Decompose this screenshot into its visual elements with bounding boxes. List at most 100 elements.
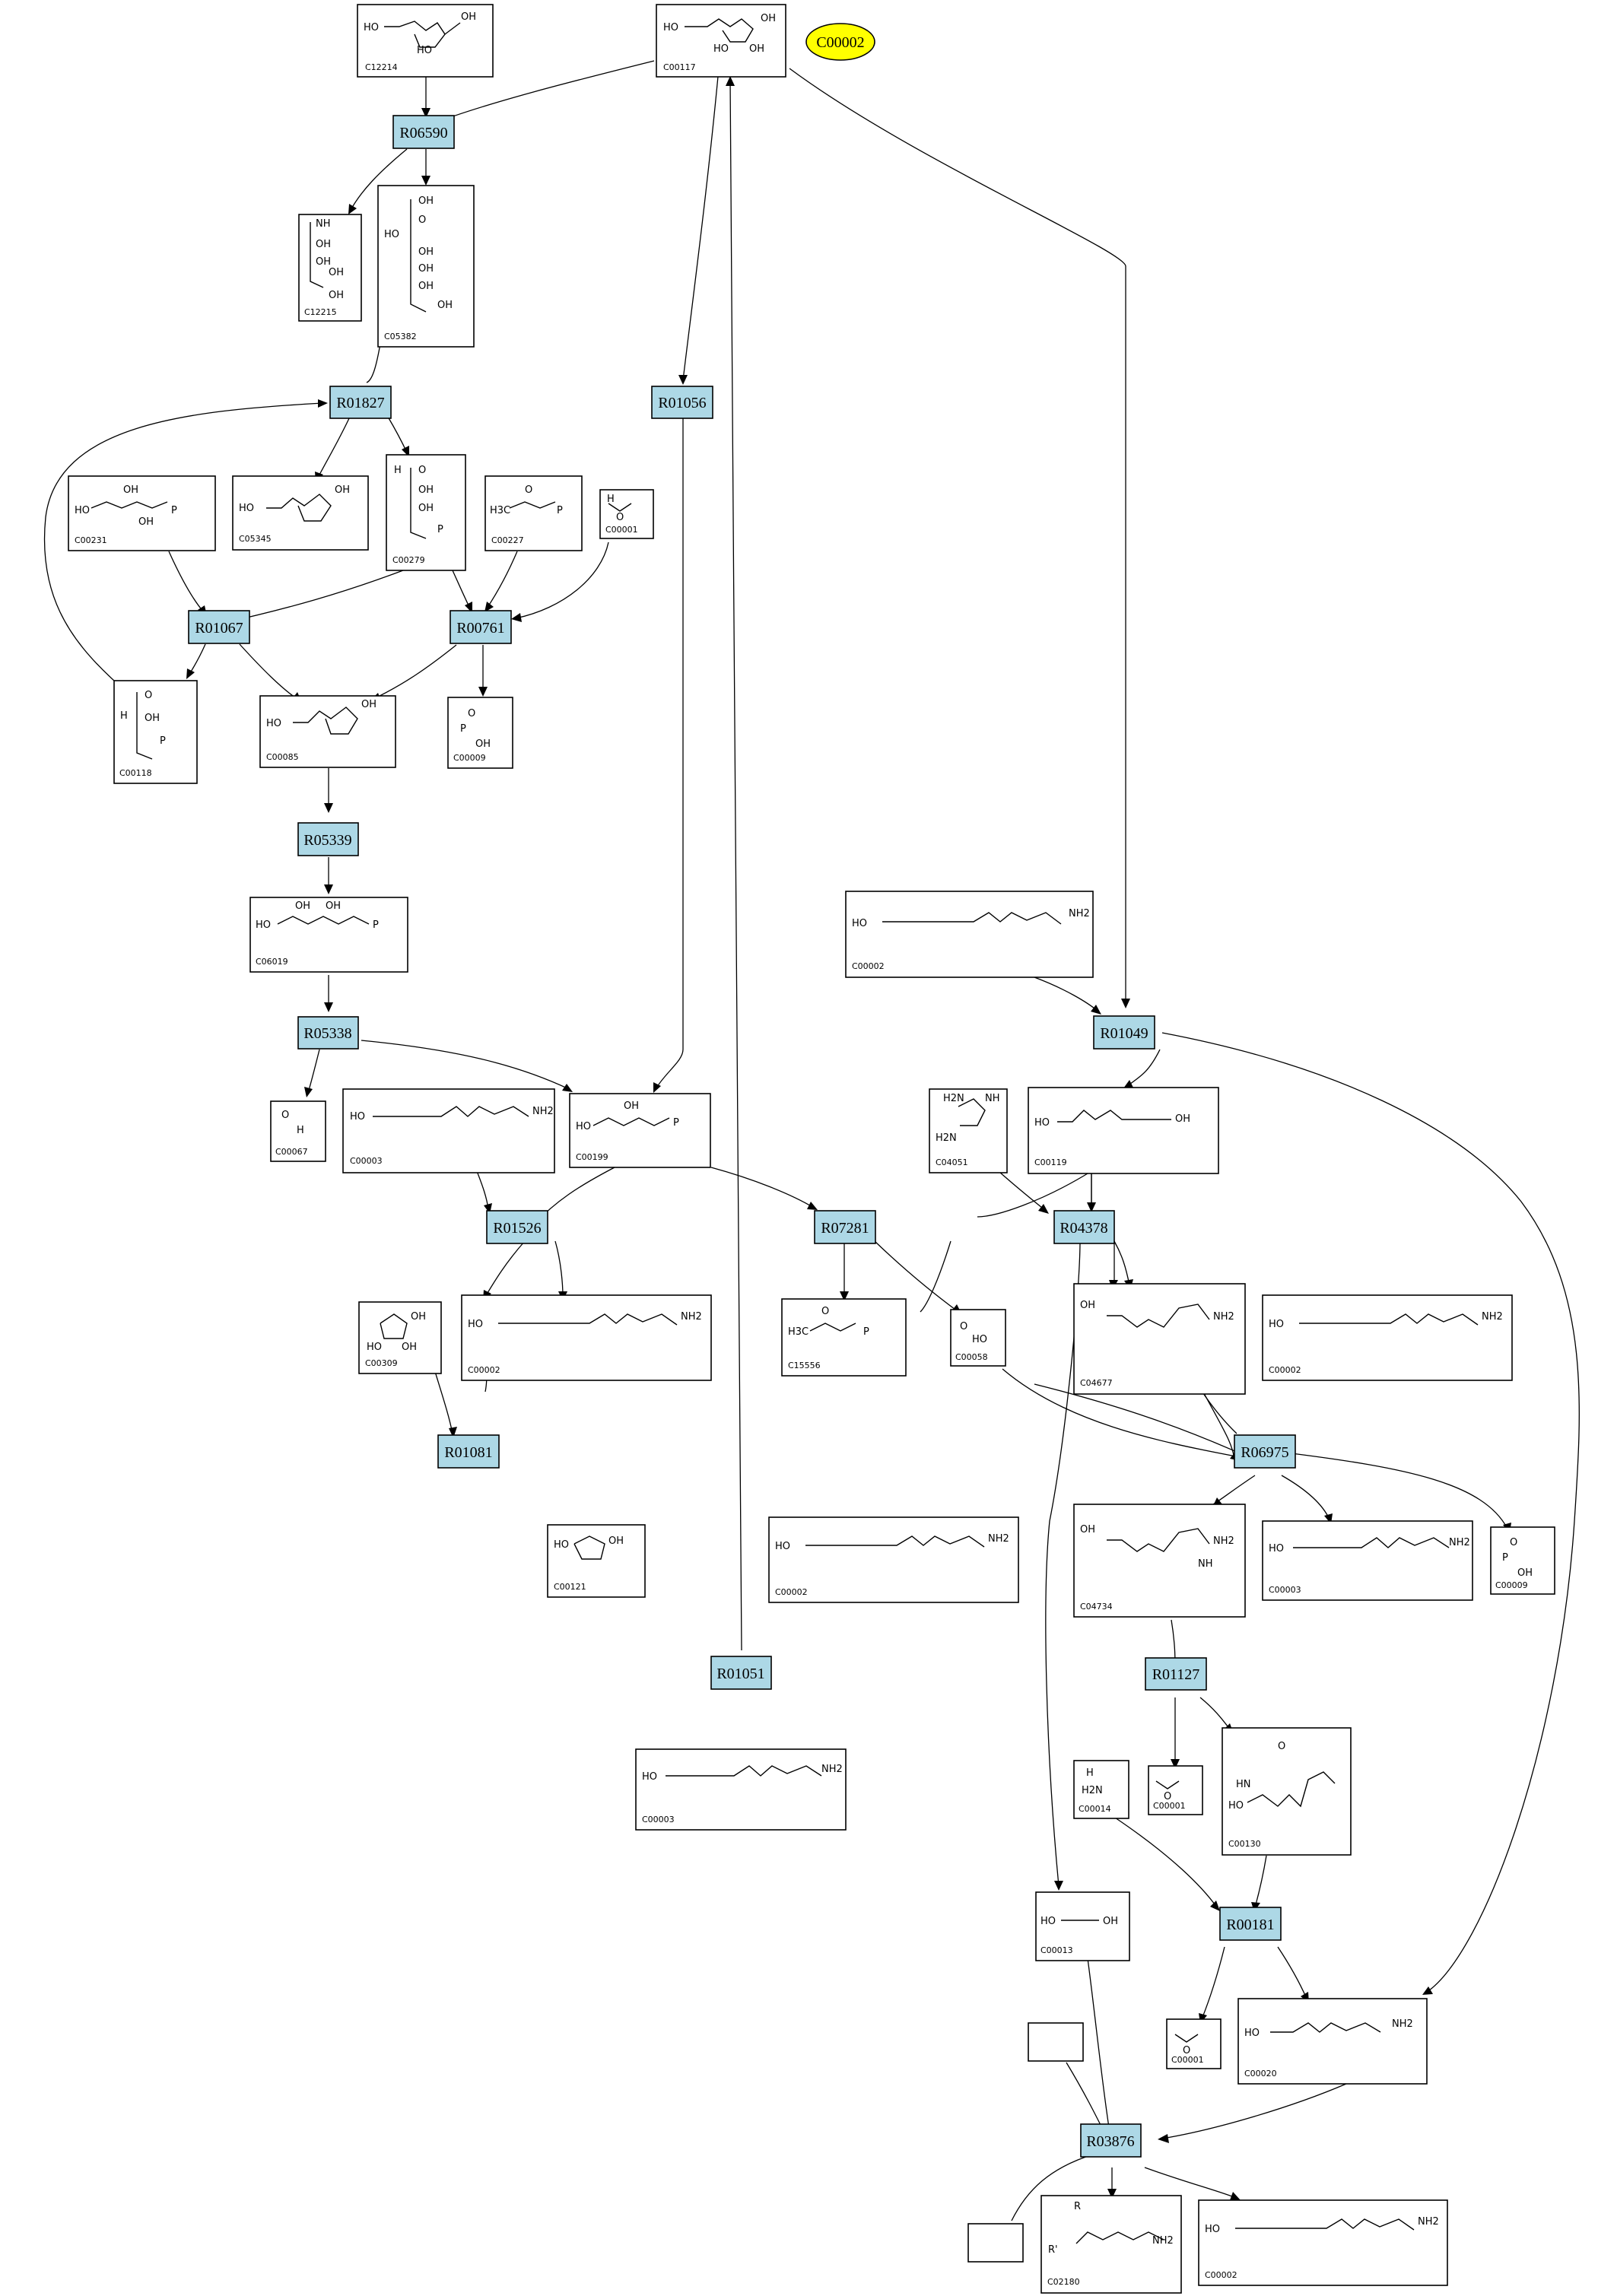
compound-c12215[interactable]: NH OH OH OH OH C12215: [298, 214, 362, 322]
compound-c00199[interactable]: HO OH P C00199: [569, 1093, 711, 1168]
atom-label: OH: [145, 713, 160, 724]
atom-label: NH2: [821, 1764, 843, 1775]
compound-label: C00001: [1171, 2055, 1204, 2065]
compound-c00009[interactable]: O P OH C00009: [1490, 1526, 1555, 1595]
compound-c00231[interactable]: HO OH OH P C00231: [68, 475, 216, 551]
atom-label: OH: [418, 195, 434, 207]
atom-label: NH: [1198, 1558, 1213, 1570]
compound-label: C00002: [1205, 2270, 1237, 2280]
compound-c00067[interactable]: O H C00067: [270, 1100, 326, 1162]
arrowhead: [562, 1084, 573, 1092]
compound-c00119[interactable]: HO OH C00119: [1028, 1087, 1219, 1174]
compound-c05345[interactable]: HO OH C05345: [232, 475, 369, 551]
reaction-r06590[interactable]: R06590: [392, 115, 455, 149]
compound-c00001[interactable]: H O C00001: [599, 489, 654, 539]
compound-c00002[interactable]: HO NH2 C00002: [1198, 2199, 1448, 2286]
reaction-r01127[interactable]: R01127: [1145, 1657, 1207, 1691]
atom-label: HO: [367, 1342, 382, 1353]
compound-c04734[interactable]: OH NH2 NH C04734: [1073, 1504, 1246, 1618]
reaction-r06975[interactable]: R06975: [1234, 1434, 1296, 1469]
compound-label: C02180: [1047, 2277, 1080, 2287]
arrowhead: [1107, 2189, 1117, 2199]
compound-c00279[interactable]: H O OH OH P C00279: [386, 454, 466, 571]
reaction-r00181[interactable]: R00181: [1219, 1907, 1282, 1941]
compound-c00085[interactable]: HO OH C00085: [259, 695, 396, 768]
reaction-r03876[interactable]: R03876: [1080, 2123, 1142, 2158]
reaction-r05338[interactable]: R05338: [297, 1016, 359, 1050]
compound-label: C00013: [1040, 1945, 1073, 1955]
compound-label: C00117: [663, 62, 696, 72]
atom-label: O: [418, 214, 426, 226]
edge: [486, 551, 518, 609]
compound-label: C00058: [955, 1352, 988, 1362]
compound-c00117[interactable]: HO OH HO OH C00117: [656, 4, 786, 78]
compound-c00002[interactable]: HO NH2 C00002: [461, 1294, 712, 1381]
atom-label: HO: [775, 1541, 790, 1552]
compound-c00003[interactable]: HO NH2 C00003: [635, 1748, 847, 1831]
atom-label: OH: [418, 263, 434, 275]
compound-c00130[interactable]: O HN HO C00130: [1222, 1727, 1352, 1856]
blank-compound[interactable]: [967, 2223, 1024, 2263]
svg-text:R01051: R01051: [716, 1666, 764, 1682]
reaction-r01056[interactable]: R01056: [651, 386, 713, 419]
reaction-r05339[interactable]: R05339: [297, 822, 359, 856]
compound-c00118[interactable]: H O OH P C00118: [113, 680, 198, 784]
edge: [655, 414, 684, 1090]
compound-c00227[interactable]: H3C O P C00227: [484, 475, 583, 551]
compound-label: C00009: [1495, 1580, 1528, 1590]
reaction-r04378[interactable]: R04378: [1053, 1210, 1115, 1244]
edge: [1126, 1049, 1161, 1087]
atom-label: HO: [642, 1771, 657, 1783]
arrowhead: [1121, 999, 1130, 1008]
compound-c05382[interactable]: OH O HO OH OH OH OH C05382: [377, 185, 475, 348]
compound-c04677[interactable]: OH NH2 C04677: [1073, 1283, 1246, 1395]
atom-label: HO: [713, 43, 729, 55]
compound-c00013[interactable]: HO OH C00013: [1035, 1891, 1130, 1961]
reaction-r01067[interactable]: R01067: [188, 610, 250, 644]
reaction-r01081[interactable]: R01081: [437, 1434, 500, 1469]
compound-c06019[interactable]: HO OH OH P C06019: [249, 897, 408, 973]
compound-c00121[interactable]: HO OH C00121: [547, 1524, 646, 1598]
compound-c04051[interactable]: H2N H2N NH C04051: [929, 1088, 1008, 1173]
compound-label: C04734: [1080, 1602, 1113, 1612]
reaction-r07281[interactable]: R07281: [814, 1210, 876, 1244]
highlighted-compound[interactable]: C00002: [805, 23, 875, 61]
compound-c00001[interactable]: O C00001: [1166, 2018, 1222, 2069]
compound-c00014[interactable]: H H2N C00014: [1073, 1760, 1129, 1819]
reaction-r01049[interactable]: R01049: [1093, 1015, 1155, 1050]
compound-c00003[interactable]: HO NH2 C00003: [1262, 1520, 1473, 1601]
compound-c00001[interactable]: O C00001: [1148, 1765, 1203, 1815]
compound-c00009[interactable]: O P OH C00009: [447, 697, 513, 769]
arrowhead: [324, 1002, 333, 1012]
atom-label: HO: [364, 22, 379, 33]
compound-c00002[interactable]: HO NH2 C00002: [1262, 1294, 1513, 1381]
compound-c15556[interactable]: H3C O P C15556: [781, 1298, 907, 1377]
reaction-r01827[interactable]: R01827: [329, 386, 392, 419]
reaction-r01526[interactable]: R01526: [486, 1210, 548, 1244]
compound-c00002[interactable]: HO NH2 C00002: [845, 891, 1094, 978]
compound-c00002[interactable]: HO NH2 C00002: [768, 1516, 1019, 1603]
atom-label: O: [1183, 2045, 1190, 2056]
edge: [307, 1049, 320, 1094]
compound-c02180[interactable]: R R' NH2 C02180: [1040, 2195, 1182, 2294]
compound-c00020[interactable]: HO NH2 C00020: [1237, 1998, 1428, 2085]
edge: [682, 68, 720, 381]
atom-label: P: [373, 919, 379, 931]
edge: [554, 1240, 564, 1297]
atom-label: NH2: [1392, 2018, 1413, 2030]
svg-text:R07281: R07281: [821, 1220, 869, 1237]
reaction-r00761[interactable]: R00761: [450, 610, 512, 644]
blank-compound[interactable]: [1028, 2022, 1084, 2062]
compound-c00309[interactable]: OH HO OH C00309: [358, 1301, 442, 1374]
edge: [1002, 1368, 1237, 1457]
atom-label: NH2: [988, 1533, 1009, 1545]
reaction-r01051[interactable]: R01051: [710, 1656, 772, 1690]
compound-c12214[interactable]: HO OH HO C12214: [357, 4, 494, 78]
svg-text:R03876: R03876: [1086, 2133, 1134, 2150]
compound-c00058[interactable]: O HO C00058: [950, 1309, 1006, 1367]
atom-label: HO: [384, 229, 399, 240]
edge: [1161, 2083, 1347, 2139]
svg-text:R06975: R06975: [1241, 1444, 1288, 1461]
compound-c00003[interactable]: HO NH2 C00003: [342, 1088, 555, 1173]
